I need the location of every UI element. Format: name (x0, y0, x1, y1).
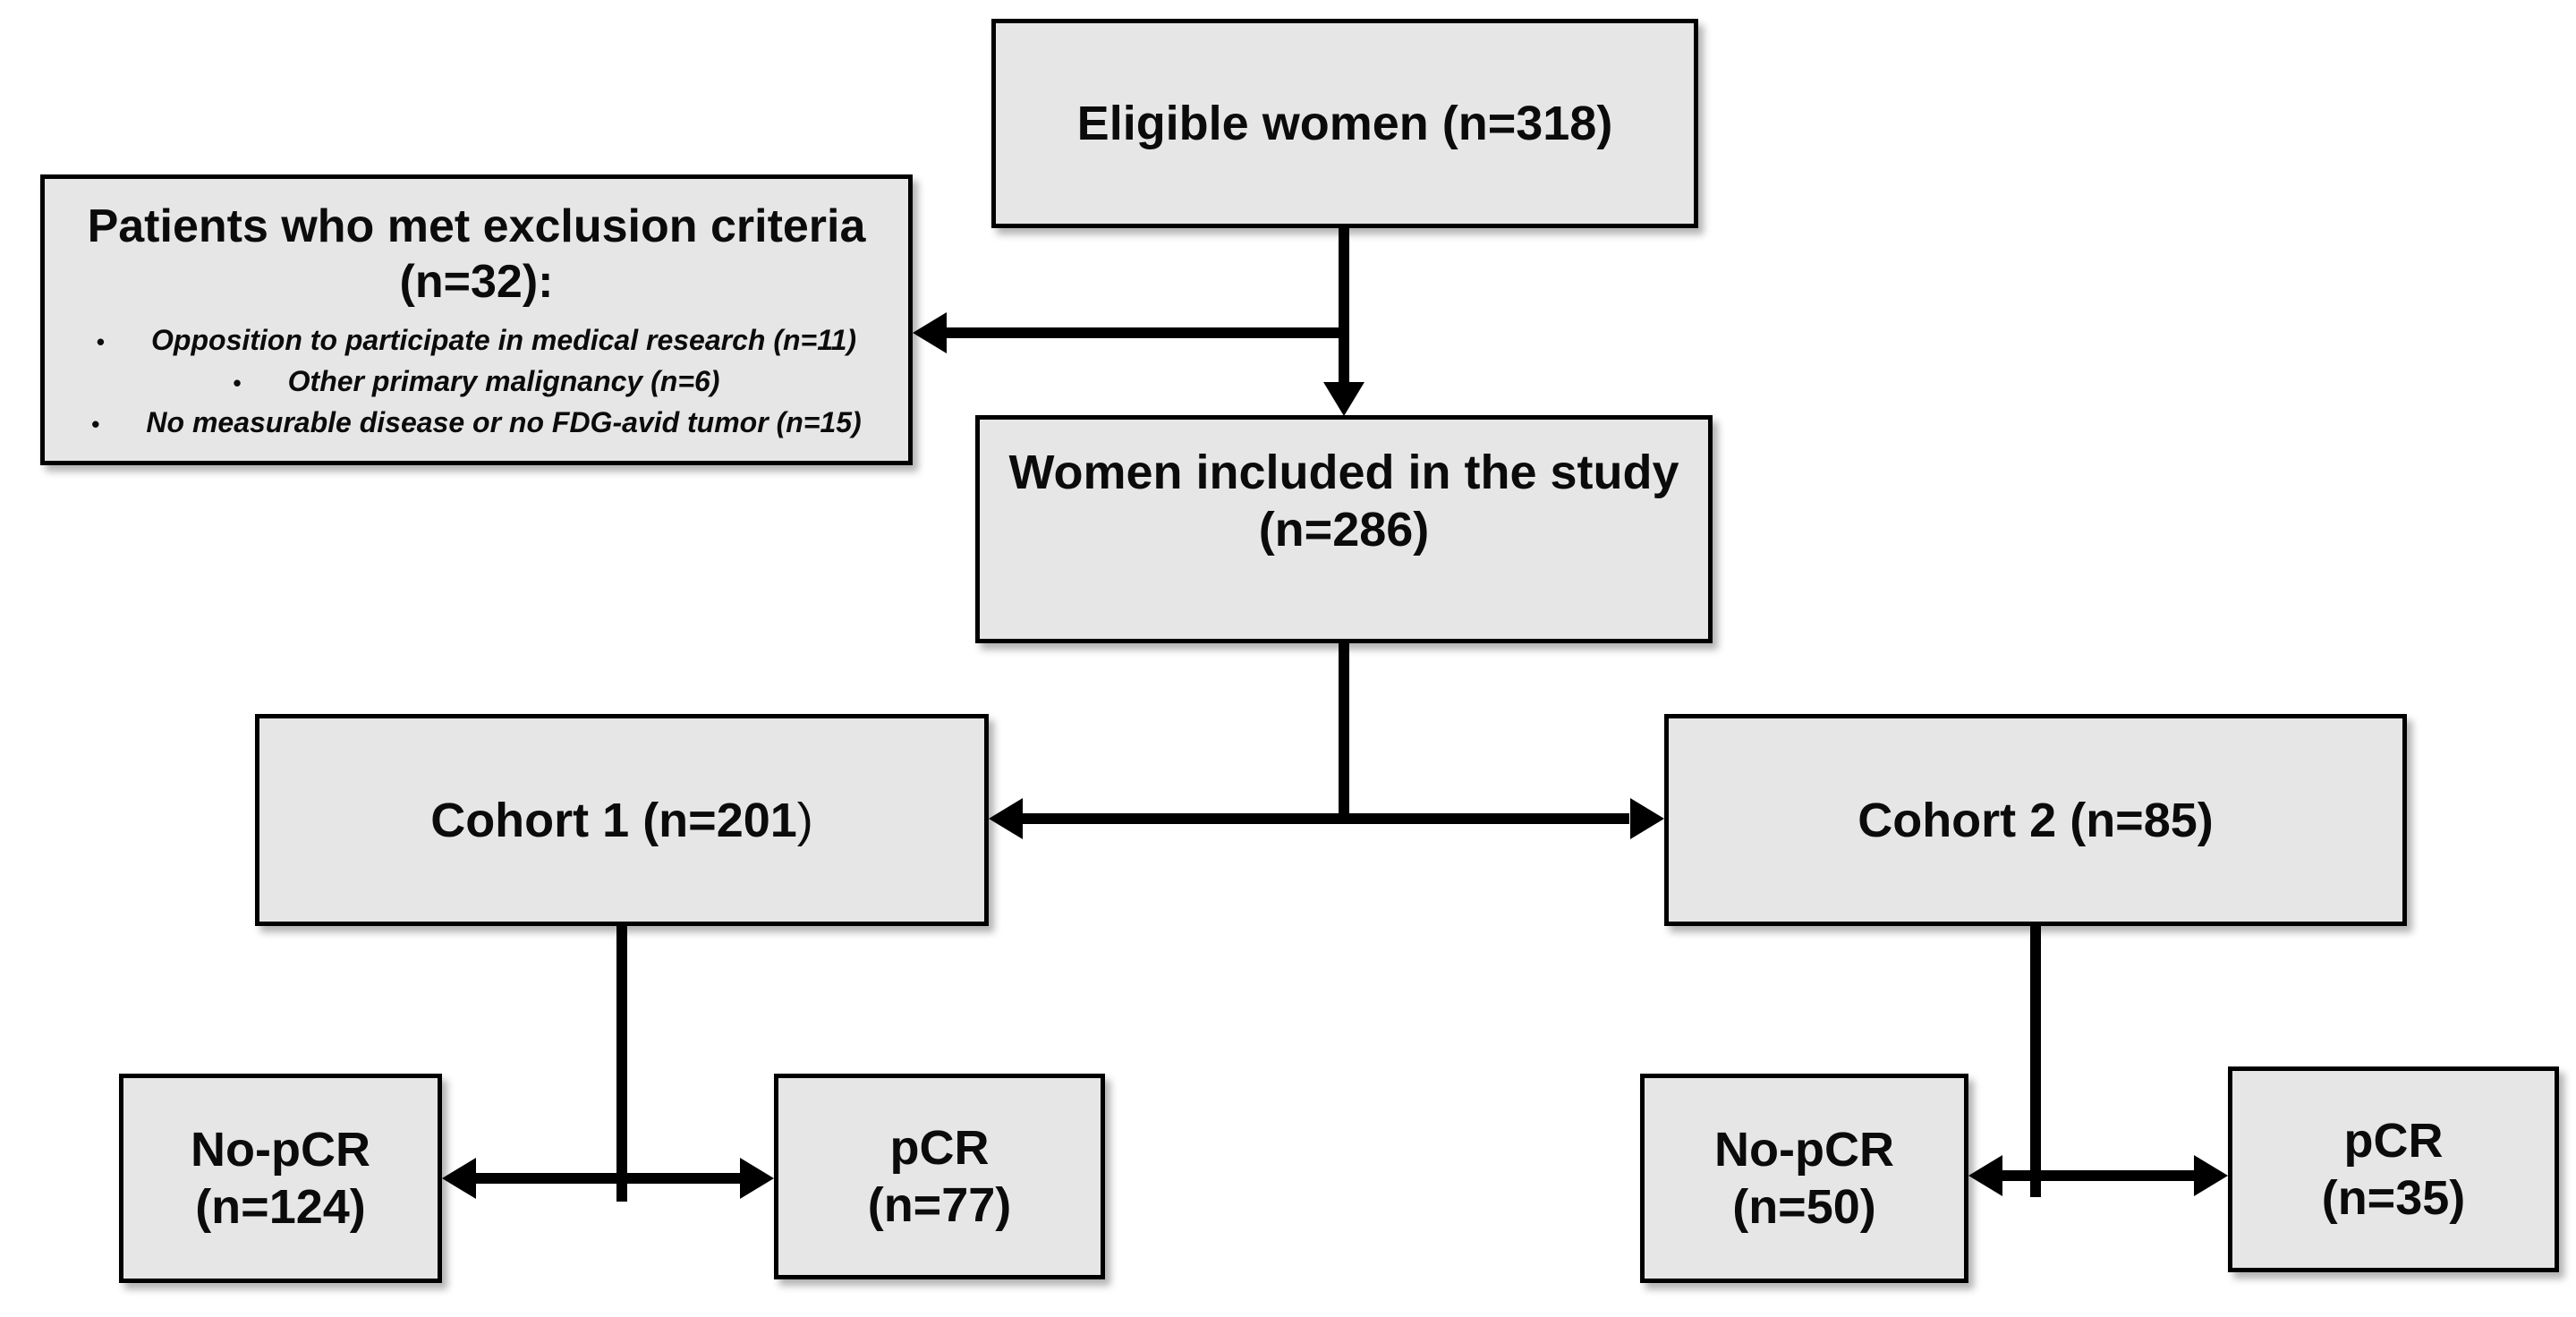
exclusion-bullet-item: • Other primary malignancy (n=6) (45, 361, 908, 403)
cohort1-no-pcr-line1: No-pCR (191, 1123, 370, 1177)
arrowhead-into-cohort2-pcr-icon (2194, 1155, 2228, 1196)
exclusion-title: Patients who met exclusion criteria (87, 200, 866, 252)
connector-to-excluded-hline (945, 327, 1349, 338)
arrowhead-into-cohort1-icon (989, 798, 1023, 839)
eligible-women-label: Eligible women (n=318) (1076, 97, 1613, 150)
exclusion-bullet-list: • Opposition to participate in medical r… (45, 320, 908, 444)
box-cohort2-no-pcr: No-pCR (n=50) (1640, 1074, 1968, 1283)
box-women-included: Women included in the study (n=286) (975, 415, 1713, 643)
exclusion-bullet-text: Other primary malignancy (n=6) (287, 365, 720, 397)
arrowhead-into-included-icon (1323, 382, 1365, 416)
arrowhead-into-cohort1-pcr-icon (740, 1158, 774, 1199)
connector-cohort2-to-split-vline (2030, 924, 2041, 1197)
cohort-1-label: Cohort 1 (n=201) (430, 792, 813, 849)
exclusion-bullet-item: • Opposition to participate in medical r… (45, 320, 908, 361)
cohort2-pcr-line2: (n=35) (2321, 1171, 2466, 1225)
exclusion-count: (n=32): (399, 256, 554, 308)
connector-included-to-split-vline (1339, 642, 1349, 824)
exclusion-bullet-text: No measurable disease or no FDG-avid tum… (146, 406, 862, 438)
cohort2-no-pcr-line1: No-pCR (1714, 1123, 1894, 1177)
box-eligible-women: Eligible women (n=318) (991, 19, 1698, 228)
arrowhead-into-cohort1-nopcr-icon (442, 1158, 476, 1199)
box-cohort-2: Cohort 2 (n=85) (1664, 714, 2407, 926)
exclusion-bullet-item: • No measurable disease or no FDG-avid t… (45, 403, 908, 444)
cohort-1-label-main: Cohort 1 (n=201 (430, 793, 797, 847)
women-included-line1: Women included in the study (1008, 445, 1679, 499)
cohort2-no-pcr-line2: (n=50) (1732, 1180, 1876, 1234)
arrowhead-into-excluded-icon (913, 312, 947, 353)
connector-cohort1-to-split-vline (616, 924, 627, 1202)
cohort-1-label-suffix: ) (796, 793, 813, 847)
cohort1-no-pcr-line2: (n=124) (195, 1180, 366, 1234)
box-cohort1-no-pcr: No-pCR (n=124) (119, 1074, 442, 1283)
connector-cohort2-split-hline (2001, 1170, 2196, 1181)
box-cohort2-pcr: pCR (n=35) (2228, 1066, 2559, 1272)
cohort1-pcr-line1: pCR (889, 1121, 990, 1175)
cohort-2-label: Cohort 2 (n=85) (1858, 793, 2214, 847)
box-exclusion-criteria: Patients who met exclusion criteria (n=3… (40, 174, 913, 465)
arrowhead-into-cohort2-nopcr-icon (1968, 1155, 2002, 1196)
connector-eligible-to-included-vline (1339, 226, 1349, 387)
exclusion-bullet-text: Opposition to participate in medical res… (151, 324, 857, 356)
connector-cohort1-split-hline (474, 1173, 743, 1184)
cohort2-pcr-line1: pCR (2343, 1114, 2444, 1168)
arrowhead-into-cohort2-icon (1630, 798, 1664, 839)
bullet-icon: • (91, 411, 100, 438)
bullet-icon: • (96, 328, 106, 355)
connector-cohort-split-hline (1021, 813, 1629, 824)
box-cohort-1: Cohort 1 (n=201) (255, 714, 989, 926)
women-included-line2: (n=286) (1258, 502, 1430, 557)
bullet-icon: • (233, 370, 242, 396)
box-cohort1-pcr: pCR (n=77) (774, 1074, 1105, 1279)
cohort1-pcr-line2: (n=77) (867, 1178, 1012, 1232)
